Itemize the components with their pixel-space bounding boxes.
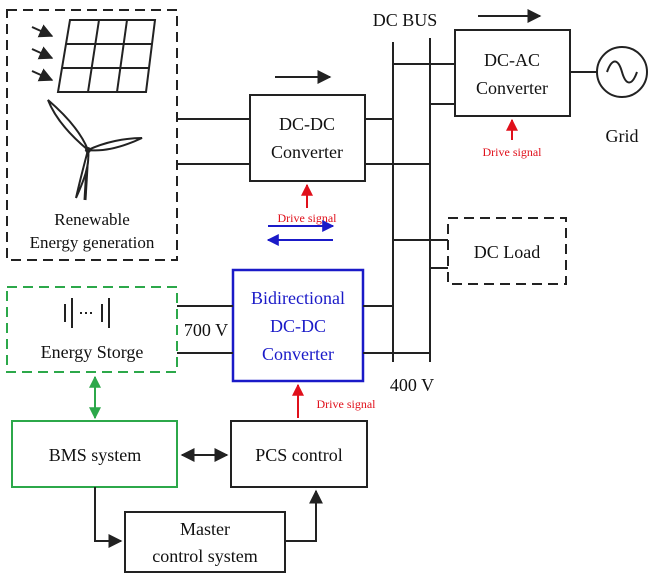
- energy-storage-label: Energy Storge: [41, 342, 144, 362]
- bidirectional-flow-arrows: [266, 220, 335, 246]
- dcac-label-line1: DC-AC: [484, 50, 540, 70]
- bidirectional-converter-block: Bidirectional DC-DC Converter: [231, 268, 365, 383]
- master-control-block: Master control system: [124, 511, 286, 573]
- pcs-control-block: PCS control: [230, 420, 368, 488]
- dcac-converter-block: DC-AC Converter: [454, 29, 571, 117]
- grid-ac-source-icon: [596, 46, 648, 98]
- bidirectional-label-line1: Bidirectional: [251, 288, 345, 308]
- dcdc-drive-signal-label: Drive signal: [278, 211, 338, 225]
- renewable-generation-block: Renewable Energy generation: [6, 9, 178, 261]
- dcac-label-line2: Converter: [476, 78, 548, 98]
- dcac-drive-signal-label: Drive signal: [483, 145, 543, 159]
- dcdc-converter-block: DC-DC Converter: [249, 94, 366, 182]
- master-pcs-link: [285, 489, 323, 542]
- sunlight-arrows-icon: [31, 24, 54, 82]
- renewable-label-line2: Energy generation: [30, 233, 155, 252]
- bidirectional-label-line2: DC-DC: [270, 316, 326, 336]
- energy-storage-block: Energy Storge: [6, 286, 178, 373]
- storage-voltage-label: 700 V: [184, 320, 228, 340]
- bms-label: BMS system: [49, 445, 142, 465]
- renewable-label-line1: Renewable: [54, 210, 130, 229]
- bidirectional-label-line3: Converter: [262, 344, 334, 364]
- dc-load-label: DC Load: [474, 242, 541, 262]
- pcs-label: PCS control: [255, 445, 343, 465]
- bms-master-link: [94, 487, 123, 548]
- bus-voltage-label: 400 V: [390, 375, 434, 395]
- dc-bus-label: DC BUS: [373, 10, 438, 30]
- dc-bus: [392, 38, 431, 362]
- master-label-line2: control system: [152, 546, 258, 566]
- bms-block: BMS system: [11, 420, 178, 488]
- solar-panel-icon: [56, 19, 157, 93]
- grid-label: Grid: [606, 126, 639, 146]
- bidir-drive-signal-label: Drive signal: [317, 397, 377, 411]
- dcdc-label-line1: DC-DC: [279, 114, 335, 134]
- dc-load-block: DC Load: [447, 217, 567, 285]
- wind-turbine-icon: [47, 99, 143, 201]
- master-label-line1: Master: [180, 519, 230, 539]
- battery-icon: [64, 298, 110, 328]
- dcdc-label-line2: Converter: [271, 142, 343, 162]
